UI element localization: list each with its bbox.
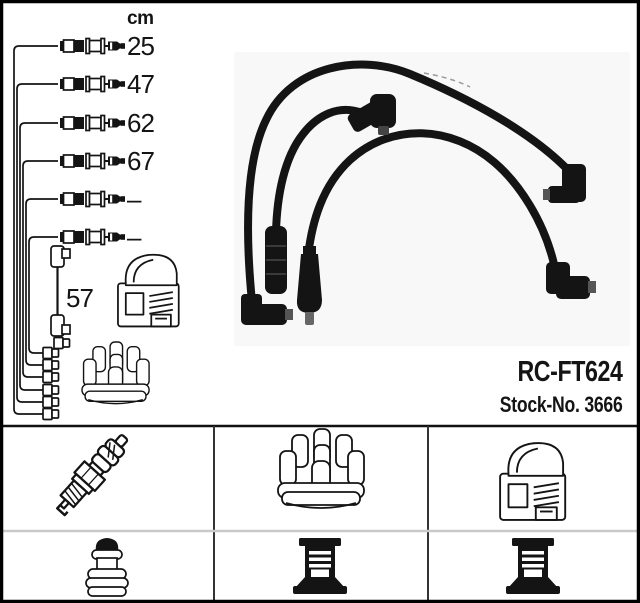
grid-cell-ignition-coil xyxy=(429,428,637,530)
parts-grid-lines xyxy=(0,424,640,603)
cable-connector-icons xyxy=(59,37,126,246)
distributor-cap-icon xyxy=(81,341,150,405)
coil-cable-diagram xyxy=(50,245,71,337)
ignition-coil-icon xyxy=(117,253,180,328)
grid-cell-distributor-cap xyxy=(215,428,426,530)
coil-cable-length-value: 57 xyxy=(66,283,94,313)
cable-length-value: – xyxy=(127,222,141,252)
cable-leads-diagram xyxy=(13,45,58,415)
terminal-stub-icons xyxy=(42,336,71,421)
grid-cell-spark-plug xyxy=(3,428,213,530)
grid-cell-terminal-post-2 xyxy=(429,533,637,600)
grid-cell-terminal-post-1 xyxy=(215,533,426,600)
wires-photo xyxy=(234,52,630,346)
part-number: RC-FT624 xyxy=(517,356,623,388)
product-info: RC-FT624 Stock-No. 3666 xyxy=(469,356,623,418)
cable-length-value: 25 xyxy=(127,31,155,61)
cable-length-value: – xyxy=(127,184,141,214)
stock-number: Stock-No. 3666 xyxy=(500,392,623,417)
cable-length-value: 47 xyxy=(127,69,155,99)
cable-length-value: 62 xyxy=(127,108,155,138)
plug-boot-icon xyxy=(85,538,129,597)
unit-label: cm xyxy=(127,8,154,29)
spark-plug-icon xyxy=(56,434,129,517)
grid-cell-plug-boot xyxy=(3,533,213,600)
cable-length-value: 67 xyxy=(127,146,155,176)
